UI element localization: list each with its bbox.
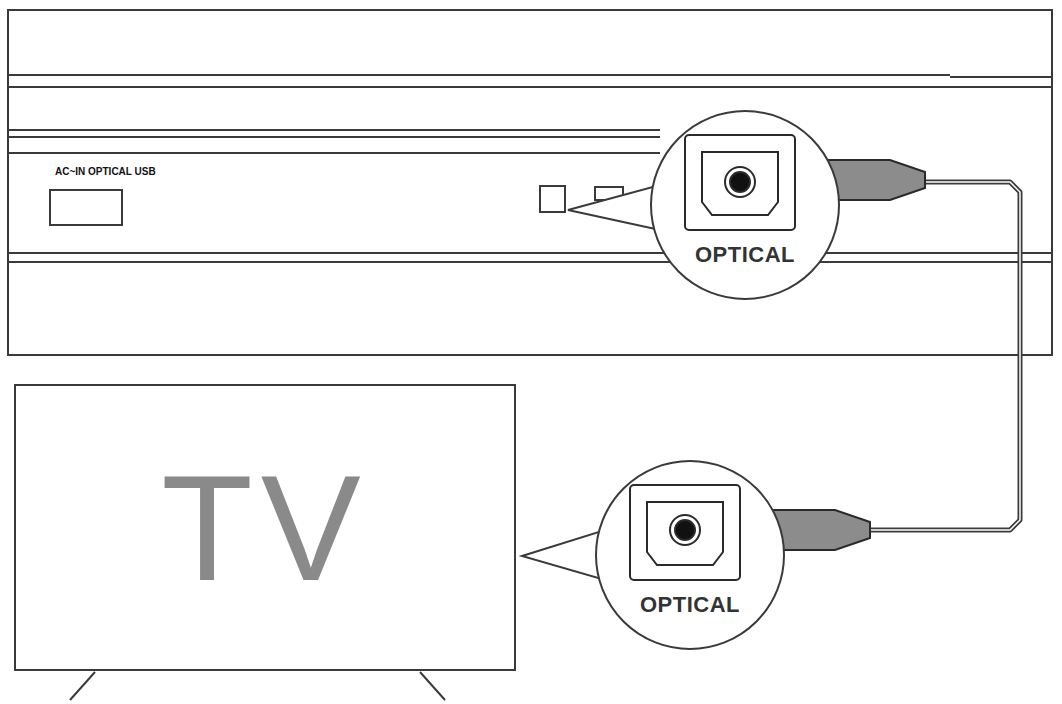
optical-port <box>685 135 795 230</box>
housing-edge <box>8 136 660 138</box>
optical-port-small <box>540 186 565 212</box>
tv-stand-leg <box>70 672 95 700</box>
port-core <box>675 520 695 540</box>
tv-screen: TV <box>15 385 515 670</box>
housing-edge <box>8 252 1052 254</box>
port-row-label: AC~IN OPTICAL USB <box>55 166 156 177</box>
callout-circle: OPTICAL <box>650 110 840 300</box>
tv-frame <box>15 385 515 670</box>
housing-edge <box>8 86 1052 88</box>
tv-stand-leg <box>420 672 445 700</box>
callout-outline <box>650 110 840 300</box>
ac-in-socket <box>50 190 122 225</box>
callout-pointer <box>522 530 605 580</box>
callout-outline <box>595 460 785 650</box>
housing-edge <box>8 129 660 131</box>
tv-label: TV <box>161 453 369 603</box>
port-label: OPTICAL <box>695 242 795 267</box>
optical-port <box>630 485 740 580</box>
callout-pointer <box>568 185 660 230</box>
port-frame <box>630 485 740 580</box>
port-frame <box>685 135 795 230</box>
port-socket <box>702 152 778 215</box>
port-socket <box>647 502 723 565</box>
callout-circle-outline <box>596 461 784 649</box>
callout-circle: OPTICAL <box>595 460 785 650</box>
housing-edge <box>8 261 1052 263</box>
port-label: OPTICAL <box>640 592 740 617</box>
port-ring <box>670 515 700 545</box>
port-core <box>730 172 750 192</box>
callout-circle-outline <box>651 111 839 299</box>
port-ring <box>725 167 755 197</box>
housing-edge <box>8 74 950 76</box>
soundbar-housing <box>8 10 1052 355</box>
housing-edge <box>950 76 1052 78</box>
housing-edge <box>8 152 660 154</box>
